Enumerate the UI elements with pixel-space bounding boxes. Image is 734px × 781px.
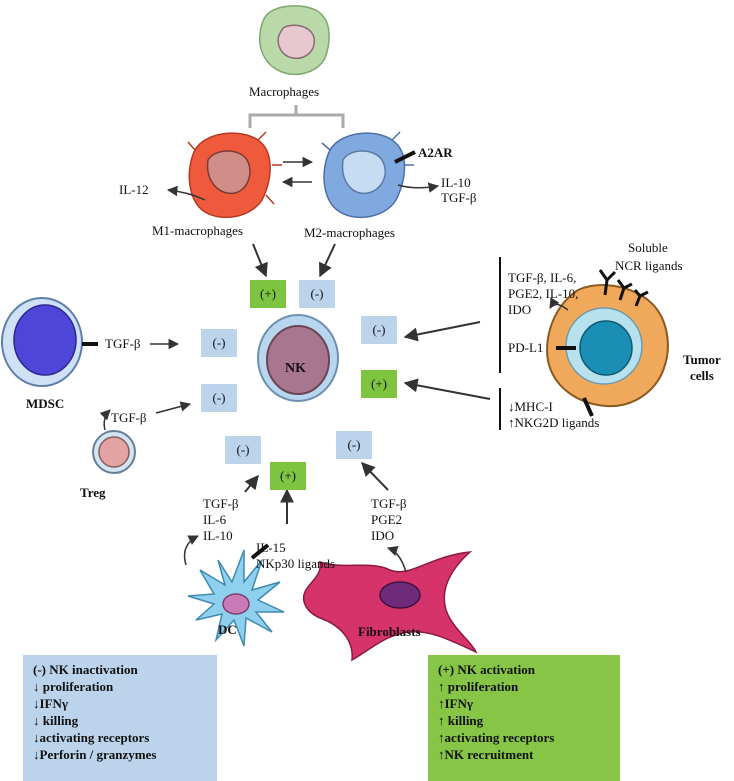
ncr-ligands-label: NCR ligands — [615, 258, 683, 273]
treg-effect-badge: (-) — [201, 384, 237, 412]
nkg2d-label: ↑NKG2D ligands — [508, 415, 600, 430]
macrophages-label: Macrophages — [249, 84, 320, 99]
a2ar-label: A2AR — [418, 145, 453, 160]
tumor-secreted-3: IDO — [508, 302, 532, 317]
nk-label: NK — [285, 361, 306, 376]
pdl1-label: PD-L1 — [508, 340, 544, 355]
legend-neg-title: (-) NK inactivation — [33, 662, 138, 677]
legend-pos-item: ↑ killing — [438, 713, 484, 728]
dc-tgfb-label: TGF-β — [203, 496, 239, 511]
mdsc-cell — [1, 297, 83, 387]
mdsc-tgfb-label: TGF-β — [105, 336, 141, 351]
dc-nkp30-label: NKp30 ligands — [256, 556, 336, 571]
tumor-pos-badge: (+) — [361, 370, 397, 398]
mhc-label: ↓MHC-I — [508, 399, 553, 414]
ncr-ligands — [598, 269, 649, 307]
tumor-label-1: Tumor — [683, 352, 721, 367]
nk-activation-legend: (+) NK activation ↑ proliferation ↑IFNγ … — [428, 655, 620, 781]
nk-cell — [257, 314, 339, 402]
fib-pge2-label: PGE2 — [371, 512, 403, 527]
legend-pos-item: ↑activating receptors — [438, 730, 555, 745]
dc-neg-badge: (-) — [225, 436, 261, 464]
legend-neg-item: ↓Perforin / granzymes — [33, 747, 157, 762]
m2-label: M2-macrophages — [304, 225, 395, 240]
dc-pos-badge: (+) — [270, 462, 306, 490]
legend-neg-item: ↓ proliferation — [33, 679, 114, 694]
dc-il15-label: IL-15 — [256, 540, 286, 555]
legend-pos-item: ↑NK recruitment — [438, 747, 534, 762]
dc-il10-label: IL-10 — [203, 528, 233, 543]
legend-neg-item: ↓activating receptors — [33, 730, 150, 745]
a2ar-receptor — [394, 150, 416, 164]
fib-tgfb-label: TGF-β — [371, 496, 407, 511]
dc-label: DC — [218, 622, 237, 637]
m2-macrophage-cell — [321, 131, 414, 219]
legend-pos-item: ↑ proliferation — [438, 679, 519, 694]
dc-cell — [187, 549, 285, 647]
macrophage-cell — [258, 5, 330, 76]
m1-label: M1-macrophages — [152, 223, 243, 238]
tumor-secreted-2: PGE2, IL-10, — [508, 286, 579, 301]
dc-il6-label: IL-6 — [203, 512, 227, 527]
m2-il10-label: IL-10 — [441, 175, 471, 190]
fib-ido-label: IDO — [371, 528, 395, 543]
treg-cell — [92, 430, 136, 474]
tumor-secreted-1: TGF-β, IL-6, — [508, 270, 577, 285]
legend-neg-item: ↓ killing — [33, 713, 79, 728]
m1-macrophage-cell — [187, 131, 282, 219]
nk-inactivation-legend: (-) NK inactivation ↓ proliferation ↓IFN… — [23, 655, 217, 781]
fib-effect-badge: (-) — [336, 431, 372, 459]
treg-label: Treg — [80, 485, 106, 500]
legend-pos-item: ↑IFNγ — [438, 696, 473, 711]
m1-effect-badge: (+) — [250, 280, 286, 308]
tumor-neg-badge: (-) — [361, 316, 397, 344]
differentiation-bracket — [248, 105, 345, 128]
treg-tgfb-label: TGF-β — [111, 410, 147, 425]
tumor-cell — [546, 284, 669, 408]
tumor-label-2: cells — [690, 368, 714, 383]
il12-label: IL-12 — [119, 182, 149, 197]
soluble-label: Soluble — [628, 240, 668, 255]
m2-tgfb-label: TGF-β — [441, 190, 477, 205]
fibroblasts-label: Fibroblasts — [358, 624, 421, 639]
mdsc-effect-badge: (-) — [201, 329, 237, 357]
legend-neg-item: ↓IFNγ — [33, 696, 68, 711]
legend-pos-title: (+) NK activation — [438, 662, 535, 677]
mdsc-label: MDSC — [26, 396, 65, 411]
m2-effect-badge: (-) — [299, 280, 335, 308]
fibroblast-cell — [302, 551, 478, 662]
